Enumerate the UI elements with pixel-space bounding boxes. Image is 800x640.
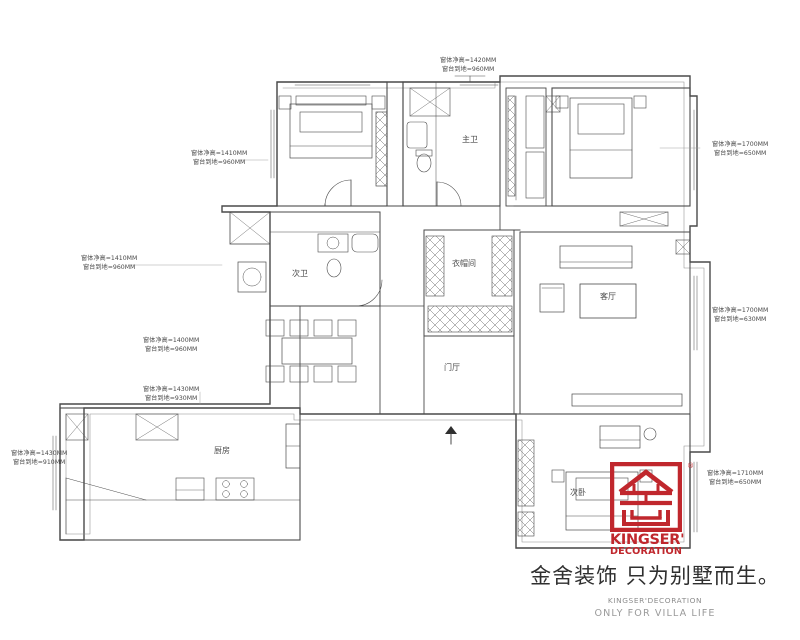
window-note-left-lower-sill: 窗台到地=960MM <box>144 345 198 353</box>
window-note-left-upper: 窗体净高=1410MM 窗台到地=960MM <box>191 150 247 168</box>
room-label-second-bath: 次卫 <box>292 269 308 278</box>
window-note-left-mid-height: 窗体净高=1410MM <box>81 255 138 262</box>
window-note-left-lower-height: 窗体净高=1400MM <box>143 337 200 344</box>
window-note-right-upper-height: 窗体净高=1700MM <box>712 141 769 148</box>
tagline-english-1: KINGSER'DECORATION <box>607 596 703 605</box>
window-note-left-upper-sill: 窗台到地=960MM <box>192 158 246 166</box>
room-label-kitchen: 厨房 <box>214 446 230 455</box>
window-note-top-height: 窗体净高=1420MM <box>440 57 497 64</box>
window-note-top: 窗体净高=1420MM 窗台到地=960MM <box>440 57 496 75</box>
brand-tagline: 金舍装饰 只为别墅而生。 KINGSER'DECORATION ONLY FOR… <box>520 560 790 619</box>
window-note-left-mid: 窗体净高=1410MM 窗台到地=960MM <box>81 255 137 273</box>
window-note-right-mid-sill: 窗台到地=630MM <box>713 315 767 323</box>
window-note-right-mid-height: 窗体净高=1700MM <box>712 307 769 314</box>
window-note-right-upper: 窗体净高=1700MM 窗台到地=650MM <box>712 141 768 159</box>
window-note-left-mid-sill: 窗台到地=960MM <box>82 263 136 271</box>
room-label-master-bath: 主卫 <box>462 135 478 144</box>
logo-name-line2: DECORATION <box>610 546 683 557</box>
room-label-walk-in-closet: 衣帽间 <box>452 259 476 268</box>
tagline-english-2: ONLY FOR VILLA LIFE <box>594 608 716 619</box>
window-note-left-upper-height: 窗体净高=1410MM <box>191 150 248 157</box>
window-note-right-lower-sill: 窗台到地=650MM <box>708 478 762 486</box>
tagline-chinese: 金舍装饰 只为别墅而生。 <box>530 564 780 588</box>
room-label-living-room: 客厅 <box>600 292 616 301</box>
registered-mark-icon: ® <box>687 462 694 470</box>
window-note-left-bottom-height: 窗体净高=1430MM <box>143 386 200 393</box>
window-note-top-sill: 窗台到地=960MM <box>441 65 495 73</box>
logo-name-line1: KINGSER' <box>610 532 685 548</box>
window-note-left-bottom: 窗体净高=1430MM 窗台到地=930MM <box>143 386 199 404</box>
room-label-second-bedroom: 次卧 <box>570 488 586 497</box>
room-label-entry-hall: 门厅 <box>444 363 460 372</box>
window-note-kitchen: 窗体净高=1430MM 窗台到地=910MM <box>11 450 67 468</box>
window-note-right-lower-height: 窗体净高=1710MM <box>707 470 764 477</box>
window-note-kitchen-sill: 窗台到地=910MM <box>12 458 66 466</box>
window-note-left-lower: 窗体净高=1400MM 窗台到地=960MM <box>143 337 199 355</box>
brand-logo: ® KINGSER' DECORATION <box>610 462 696 557</box>
window-note-kitchen-height: 窗体净高=1430MM <box>11 450 68 457</box>
window-note-right-upper-sill: 窗台到地=650MM <box>713 149 767 157</box>
window-note-right-lower: 窗体净高=1710MM 窗台到地=650MM <box>707 470 763 488</box>
house-pavilion-icon <box>610 462 682 532</box>
window-note-right-mid: 窗体净高=1700MM 窗台到地=630MM <box>712 307 768 325</box>
window-note-left-bottom-sill: 窗台到地=930MM <box>144 394 198 402</box>
